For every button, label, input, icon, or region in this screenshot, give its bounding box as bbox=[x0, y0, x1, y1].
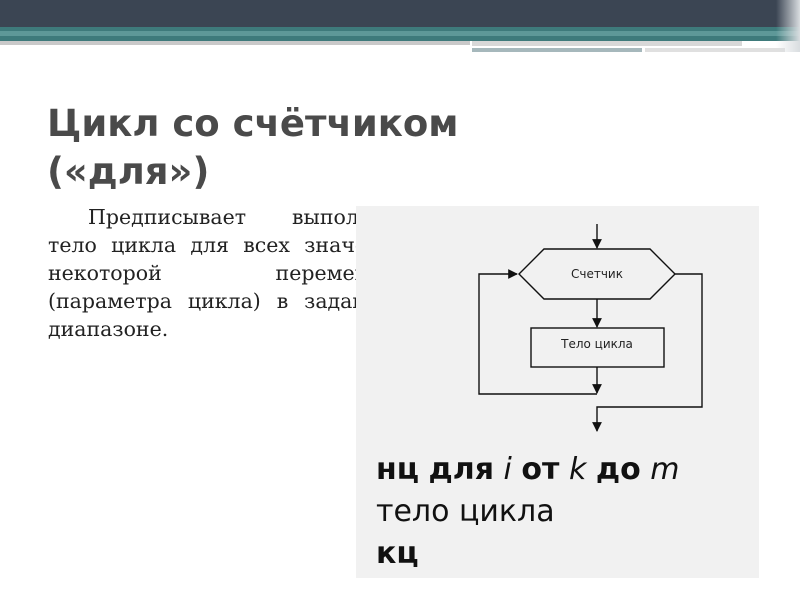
top-bar-accent-mid bbox=[472, 48, 642, 52]
variable-k: k bbox=[568, 452, 587, 487]
slide-title-line2: («для») bbox=[47, 150, 210, 193]
loop-back-line bbox=[478, 269, 597, 395]
top-corner-shadow bbox=[776, 0, 800, 52]
top-bar-gray-right bbox=[645, 48, 785, 52]
variable-m: m bbox=[650, 452, 680, 487]
diagram-panel: Счетчик Тело цикла нц для i от k до m те… bbox=[356, 206, 759, 578]
slide-title: Цикл со счётчиком («для») bbox=[47, 100, 607, 196]
pseudocode-line-end: кц bbox=[376, 536, 419, 571]
pseudocode-line-header: нц для i от k до m bbox=[376, 449, 756, 491]
counter-label: Счетчик bbox=[571, 267, 623, 281]
pseudocode-line-body: тело цикла bbox=[376, 494, 555, 529]
keyword-nc: нц bbox=[376, 452, 419, 487]
exit-path-line bbox=[592, 273, 703, 432]
keyword-to: до bbox=[595, 452, 641, 487]
loop-body-label: Тело цикла bbox=[560, 337, 633, 351]
keyword-for: для bbox=[428, 452, 494, 487]
slide-title-line1: Цикл со счётчиком bbox=[47, 102, 459, 145]
slide-body-text: Предписывает выполнять тело цикла для вс… bbox=[48, 205, 408, 341]
top-bar-gray-left bbox=[0, 41, 470, 45]
pseudocode-block: нц для i от k до m тело цикла кц bbox=[376, 449, 756, 575]
top-bar-gray-mid bbox=[472, 41, 742, 46]
top-bar-teal-highlight bbox=[0, 31, 800, 36]
loop-body-box bbox=[530, 327, 665, 368]
loop-flowchart: Счетчик Тело цикла bbox=[478, 224, 703, 432]
top-bar-dark bbox=[0, 0, 800, 27]
variable-i: i bbox=[503, 452, 512, 487]
keyword-from: от bbox=[521, 452, 560, 487]
